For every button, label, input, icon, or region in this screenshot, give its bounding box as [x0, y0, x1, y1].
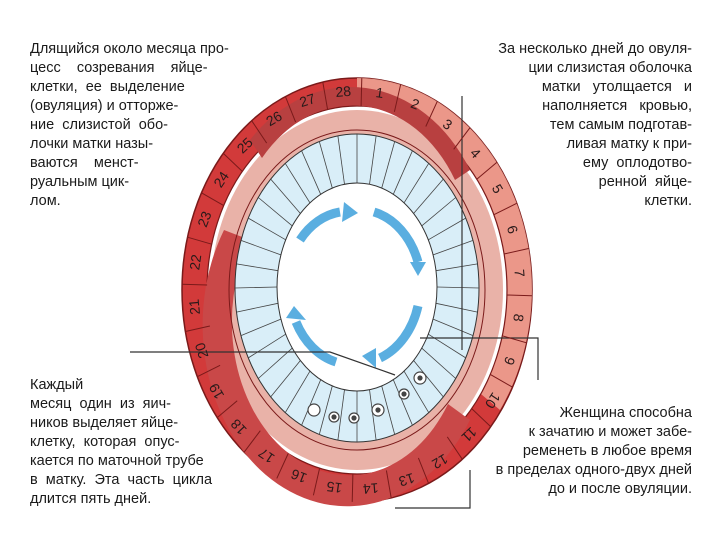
day-label-22: 22 [186, 253, 204, 271]
center-white [277, 183, 437, 391]
day-divider [361, 78, 362, 106]
day-label-28: 28 [335, 83, 352, 100]
day-label-14: 14 [362, 480, 379, 497]
day-label-7: 7 [511, 269, 528, 278]
day-divider [352, 474, 353, 502]
day-label-21: 21 [186, 298, 203, 315]
day-label-15: 15 [325, 478, 343, 496]
